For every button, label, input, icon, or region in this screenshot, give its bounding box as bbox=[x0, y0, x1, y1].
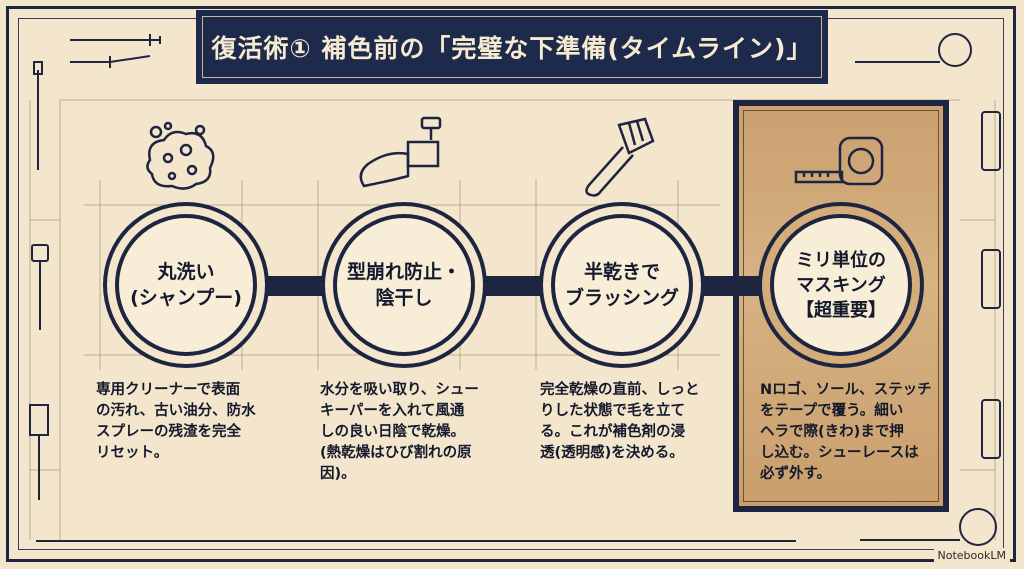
step-2-circle: 型崩れ防止・ 陰干し bbox=[333, 214, 475, 356]
shoe-tree-icon bbox=[359, 116, 442, 188]
step-3-label: 半乾きで ブラッシング bbox=[564, 261, 679, 309]
page-title: 復活術① 補色前の「完璧な下準備(タイムライン)」 bbox=[196, 10, 828, 84]
tape-measure-icon bbox=[794, 136, 884, 186]
badge-text: NotebookLM bbox=[937, 549, 1006, 562]
step-4-circle: ミリ単位の マスキング 【超重要】 bbox=[770, 214, 912, 356]
outer-frame bbox=[6, 6, 1016, 562]
step-3-description: 完全乾燥の直前、しっと りした状態で毛を立て る。これが補色剤の浸 透(透明感)… bbox=[540, 382, 700, 461]
step-4-description: Nロゴ、ソール、ステッチ をテープで覆う。細い ヘラで際(きわ)まで押 し込む。… bbox=[760, 382, 932, 482]
brush-icon bbox=[585, 117, 655, 197]
step-1-circle: 丸洗い (シャンプー) bbox=[115, 214, 257, 356]
sponge-icon bbox=[146, 121, 215, 190]
step-2-description: 水分を吸い取り、シュー キーパーを入れて風通 しの良い日陰で乾燥。 (熱乾燥はひ… bbox=[320, 382, 479, 482]
step-2-label: 型崩れ防止・ 陰干し bbox=[346, 261, 461, 309]
notebooklm-badge: NotebookLM bbox=[933, 548, 1010, 563]
bottom-ruler bbox=[36, 540, 796, 550]
step-3-circle: 半乾きで ブラッシング bbox=[551, 214, 693, 356]
step-4-label: ミリ単位の マスキング 【超重要】 bbox=[796, 249, 886, 321]
step-1-description: 専用クリーナーで表面 の汚れ、古い油分、防水 スプレーの残渣を完全 リセット。 bbox=[96, 382, 256, 461]
page-title-text: 復活術① 補色前の「完璧な下準備(タイムライン)」 bbox=[211, 34, 813, 63]
step-1-label: 丸洗い (シャンプー) bbox=[130, 261, 242, 309]
